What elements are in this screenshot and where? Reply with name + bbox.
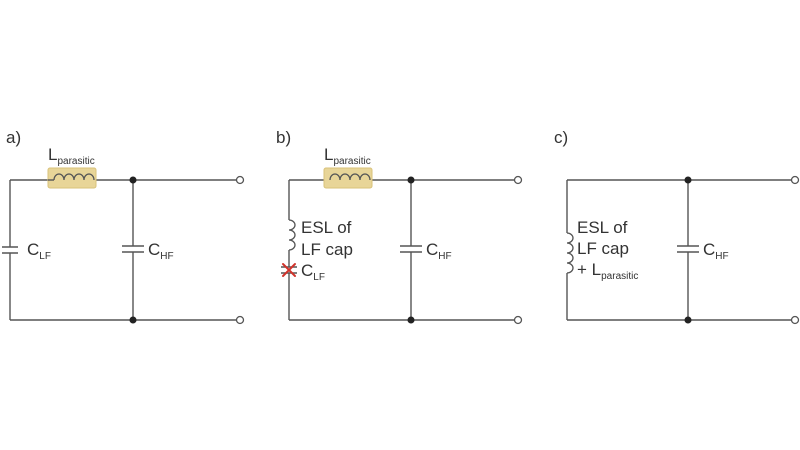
l-parasitic-label: Lparasitic (324, 145, 371, 167)
junction-node (129, 316, 137, 324)
panel-c-label: c) (554, 128, 568, 147)
capacitor-hf-icon (122, 245, 144, 253)
l-parasitic-label: Lparasitic (48, 145, 95, 167)
capacitor-hf-icon (400, 245, 422, 253)
parasitic-inductor-highlight (323, 167, 373, 189)
esl-inductor-icon (288, 219, 296, 251)
esl-label-line3: + Lparasitic (577, 260, 638, 282)
capacitor-lf-icon (2, 246, 18, 254)
c-lf-label: CLF (301, 261, 325, 283)
output-terminal (790, 315, 800, 325)
output-terminal (513, 175, 523, 185)
c-hf-label: CHF (148, 240, 174, 262)
junction-node (684, 176, 692, 184)
junction-node (684, 316, 692, 324)
c-hf-label: CHF (426, 240, 452, 262)
junction-node (407, 316, 415, 324)
parasitic-inductor-highlight (47, 167, 97, 189)
esl-label-line1: ESL of (577, 218, 628, 237)
output-terminal (235, 315, 245, 325)
panel-a-label: a) (6, 128, 21, 147)
panel-a: a) Lparasitic CLF CHF (2, 128, 245, 325)
panel-b: b) Lparasitic ESL of LF cap CLF CHF (276, 128, 523, 325)
capacitor-hf-icon (677, 245, 699, 253)
esl-inductor-icon (566, 232, 574, 274)
junction-node (129, 176, 137, 184)
removed-x-icon (282, 263, 296, 277)
esl-label-line2: LF cap (301, 240, 353, 259)
c-hf-label: CHF (703, 240, 729, 262)
junction-node (407, 176, 415, 184)
esl-label-line2: LF cap (577, 239, 629, 258)
parasitic-inductor-icon (329, 173, 371, 181)
panel-b-label: b) (276, 128, 291, 147)
panel-c: c) ESL of LF cap + Lparasitic CHF (554, 128, 800, 325)
output-terminal (790, 175, 800, 185)
output-terminal (235, 175, 245, 185)
parasitic-inductor-icon (53, 173, 95, 181)
output-terminal (513, 315, 523, 325)
c-lf-label: CLF (27, 240, 51, 262)
esl-label-line1: ESL of (301, 218, 352, 237)
